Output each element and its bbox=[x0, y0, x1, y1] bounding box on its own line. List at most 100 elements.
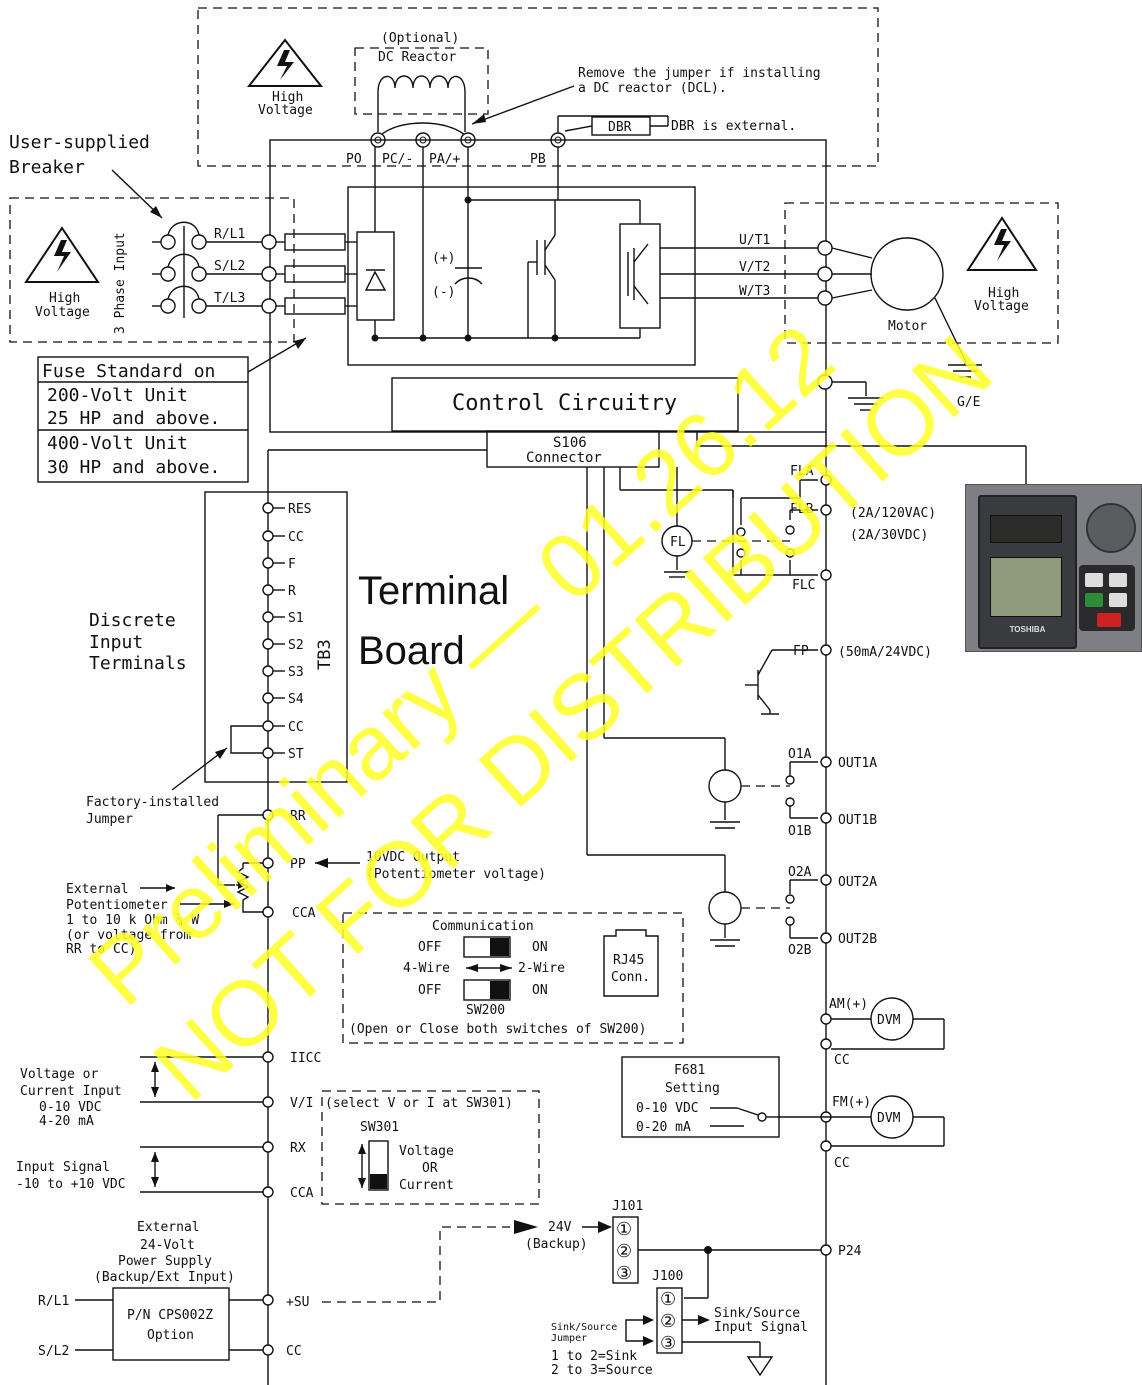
f681-box bbox=[621, 1056, 780, 1138]
dbr-external-note: DBR is external. bbox=[671, 119, 796, 134]
p24-label: P24 bbox=[838, 1244, 862, 1259]
terminal-cc-am bbox=[820, 1038, 832, 1050]
am-cc-label: CC bbox=[834, 1053, 850, 1068]
sink-note: 1 to 2=Sink bbox=[551, 1349, 637, 1364]
fp-rating: (50mA/24VDC) bbox=[838, 645, 932, 660]
sw301-voltage: Voltage bbox=[399, 1144, 454, 1159]
power-section bbox=[347, 186, 696, 366]
stop-key[interactable] bbox=[1097, 613, 1121, 627]
enter-key[interactable] bbox=[1109, 593, 1127, 607]
label-pb: PB bbox=[530, 152, 546, 167]
hv-warning-icon-input bbox=[24, 226, 100, 283]
jumper-pointer-arrow bbox=[471, 85, 575, 125]
supply-title-4: (Backup/Ext Input) bbox=[94, 1270, 235, 1285]
fuse-line-4: 400-Volt Unit bbox=[47, 433, 188, 454]
terminal-fla bbox=[820, 474, 832, 486]
supply-cc-label: CC bbox=[286, 1344, 302, 1359]
j100-pin-2: ② bbox=[660, 1311, 676, 1332]
run-key[interactable] bbox=[1085, 593, 1103, 607]
fm-dvm-label: DVM bbox=[877, 1111, 901, 1126]
sw301-current: Current bbox=[399, 1178, 454, 1193]
remove-jumper-note-1: Remove the jumper if installing bbox=[578, 66, 821, 81]
rj45-connector[interactable] bbox=[603, 929, 659, 997]
sw301-switch[interactable] bbox=[368, 1140, 389, 1191]
out2-relay-coil bbox=[708, 891, 742, 925]
lcd-display bbox=[990, 557, 1062, 617]
comm-off-1: OFF bbox=[418, 940, 442, 955]
control-circuitry-label: Control Circuitry bbox=[452, 391, 677, 416]
tb3-label-s3: S3 bbox=[288, 665, 304, 680]
four-wire-label: 4-Wire bbox=[403, 961, 450, 976]
fuse-note-box bbox=[37, 356, 249, 483]
f681-selector[interactable] bbox=[736, 1107, 759, 1116]
out2b-label: OUT2B bbox=[838, 932, 877, 947]
rectifier bbox=[356, 231, 395, 321]
backup-label: (Backup) bbox=[525, 1237, 588, 1252]
po-pa-jumper bbox=[377, 122, 469, 139]
hv-label-input-1: High bbox=[49, 291, 80, 306]
pot-label-4: (or voltage from bbox=[66, 928, 191, 943]
terminal-rx bbox=[262, 1141, 274, 1153]
supply-title-3: Power Supply bbox=[118, 1254, 212, 1269]
f681-title-2: Setting bbox=[665, 1081, 720, 1096]
supply-sl2: S/L2 bbox=[38, 1344, 69, 1359]
label-vt2: V/T2 bbox=[739, 260, 770, 275]
out2a-label: OUT2A bbox=[838, 875, 877, 890]
relay-rating-2: (2A/30VDC) bbox=[850, 528, 928, 543]
hv-label-top-2: Voltage bbox=[258, 103, 313, 118]
hv-warning-icon bbox=[246, 38, 324, 87]
three-phase-label: 3 Phase Input bbox=[113, 232, 128, 334]
sw200-switch-2[interactable] bbox=[463, 979, 511, 1001]
remove-jumper-note-2: a DC reactor (DCL). bbox=[578, 81, 727, 96]
rotary-knob[interactable] bbox=[1086, 503, 1136, 553]
cps002z-option-box bbox=[112, 1287, 230, 1361]
terminal-out1b bbox=[820, 812, 832, 824]
s106-connector-label: Connector bbox=[526, 450, 602, 466]
keypad-buttons bbox=[1079, 565, 1135, 631]
terminal-flc bbox=[820, 569, 832, 581]
sw200-switch-1[interactable] bbox=[463, 936, 511, 958]
loc-rem-key[interactable] bbox=[1109, 573, 1127, 587]
two-wire-label: 2-Wire bbox=[518, 961, 565, 976]
rj45-label-1: RJ45 bbox=[613, 953, 644, 968]
fp-label: FP bbox=[793, 644, 809, 659]
led-display bbox=[990, 515, 1062, 543]
terminal-flb bbox=[820, 504, 832, 516]
jumper-label-1: Factory-installed bbox=[86, 795, 219, 810]
fuse-line-3: 25 HP and above. bbox=[47, 408, 220, 429]
j101-pin-1: ① bbox=[616, 1219, 632, 1240]
tb3-box bbox=[204, 491, 348, 783]
dc-reactor-box bbox=[354, 47, 489, 115]
supply-title-1: External bbox=[137, 1220, 200, 1235]
cca-label-2: CCA bbox=[290, 1186, 314, 1201]
input-hv-zone bbox=[9, 197, 295, 343]
o2b-label: O2B bbox=[788, 943, 812, 958]
s106-connector bbox=[486, 430, 660, 468]
terminal-out1a bbox=[820, 756, 832, 768]
hv-label-output-1: High bbox=[988, 286, 1019, 301]
fl-label: FL bbox=[670, 535, 686, 550]
am-label: AM(+) bbox=[829, 997, 868, 1012]
sw200-label: SW200 bbox=[466, 1003, 505, 1018]
sw301-select-note: (select V or I at SW301) bbox=[325, 1096, 513, 1111]
input-signal-2: -10 to +10 VDC bbox=[16, 1177, 126, 1192]
terminal-cca-2 bbox=[262, 1186, 274, 1198]
keypad-brand: TOSHIBA bbox=[1009, 625, 1046, 634]
motor bbox=[870, 237, 944, 311]
mode-key[interactable] bbox=[1085, 573, 1103, 587]
pp-label: PP bbox=[290, 857, 306, 872]
comm-on-2: ON bbox=[532, 983, 548, 998]
j101-label: J101 bbox=[612, 1199, 643, 1214]
vc-input-1: Voltage or bbox=[20, 1067, 98, 1082]
supply-title-2: 24-Volt bbox=[140, 1238, 195, 1253]
sink-jumper-label-2: Jumper bbox=[551, 1333, 587, 1344]
terminal-sl2 bbox=[261, 266, 277, 282]
jumper-label-2: Jumper bbox=[86, 812, 133, 827]
breaker-contacts bbox=[152, 221, 262, 318]
keypad-face: TOSHIBA bbox=[978, 495, 1077, 649]
fuse-line-1: Fuse Standard on bbox=[42, 361, 215, 382]
bus-plus-label: (+) bbox=[432, 251, 455, 266]
bus-minus-label: (-) bbox=[432, 285, 455, 300]
